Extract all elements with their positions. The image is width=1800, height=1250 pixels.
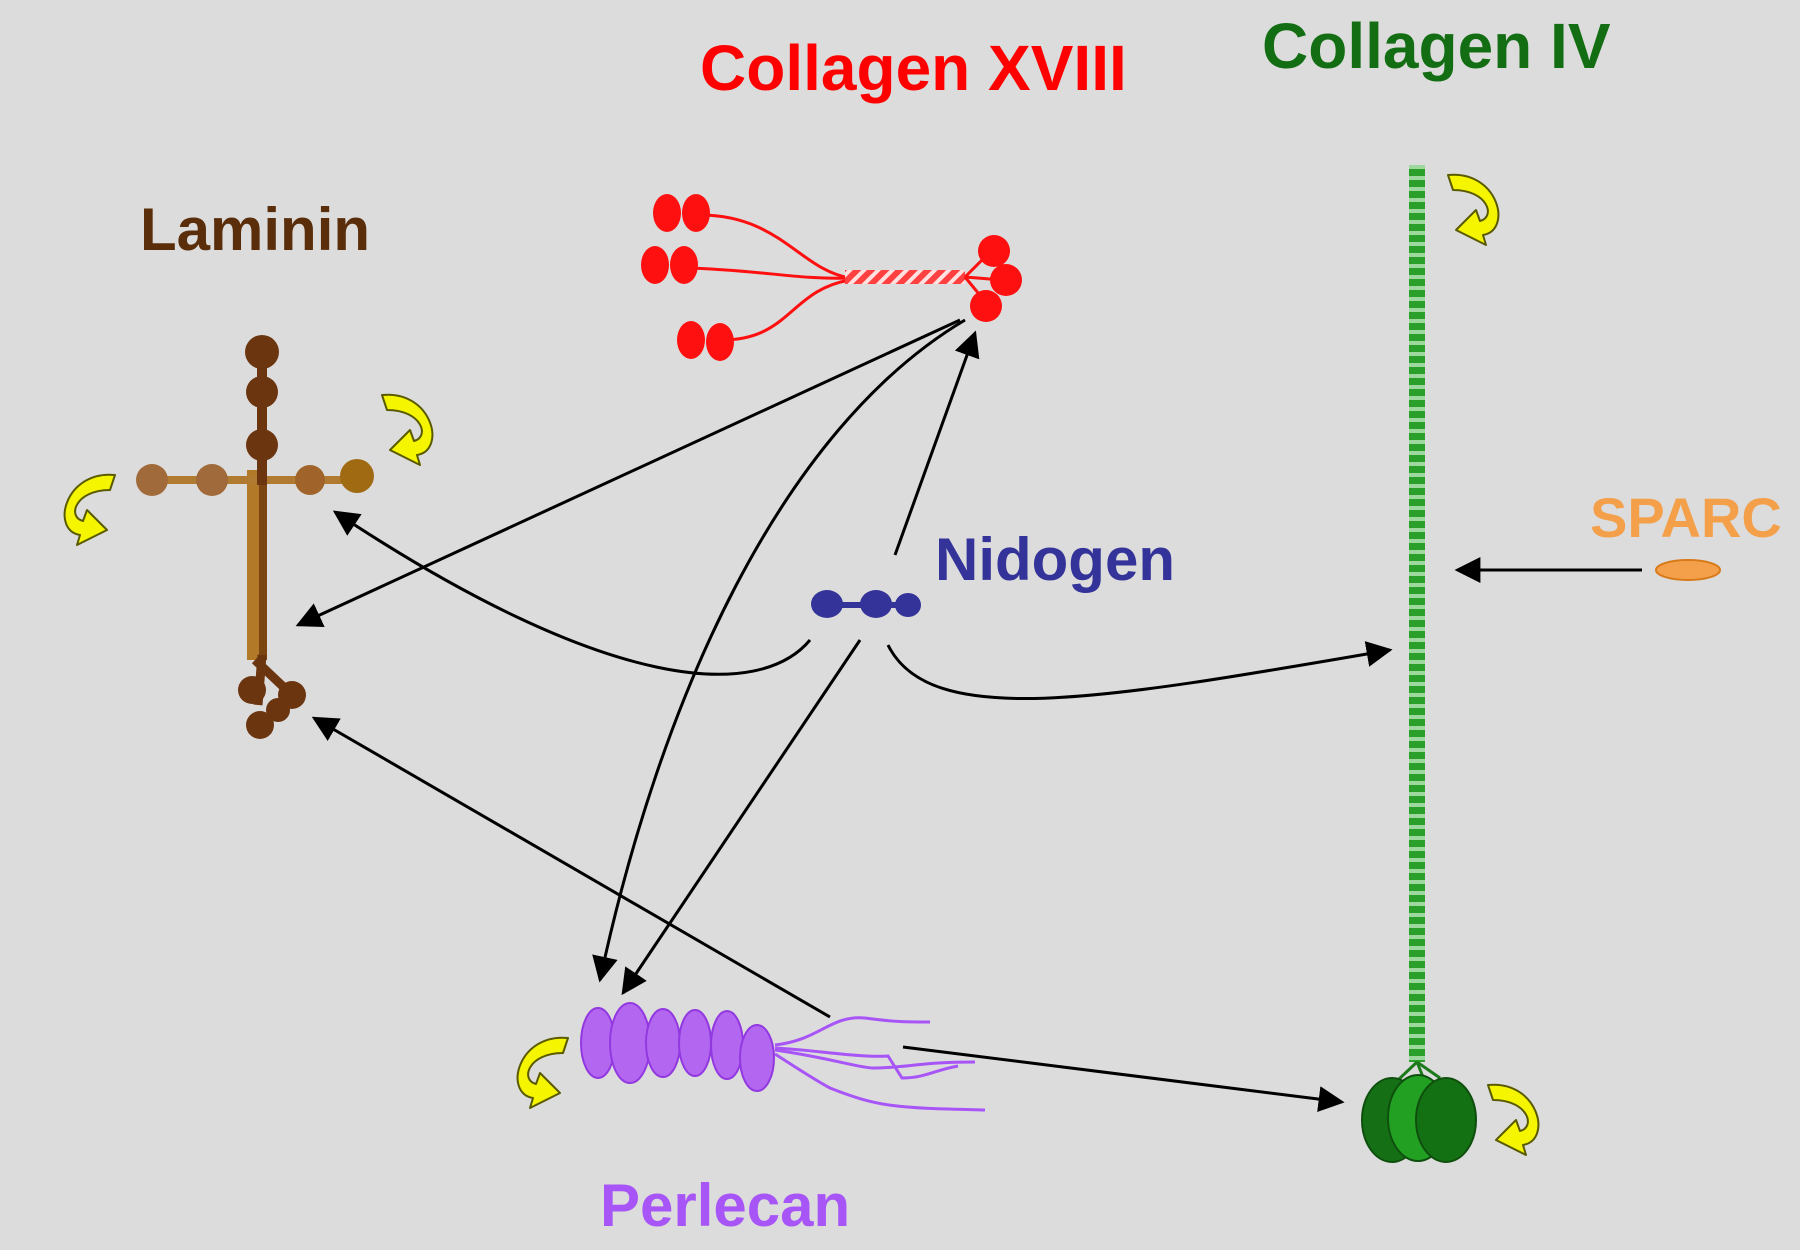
arrow-perlecan-to-collagen-iv [902, 1045, 1345, 1112]
arrow-nidogen-to-collagen-xviii [893, 330, 980, 556]
collagen-xviii-label: Collagen XVIII [700, 32, 1127, 104]
arrow-nidogen-to-collagen-iv [886, 641, 1393, 701]
self-assembly-arrow-laminin-left [63, 473, 116, 546]
sparc-label: SPARC [1590, 486, 1782, 549]
laminin-molecule [136, 335, 374, 739]
nidogen-label: Nidogen [935, 526, 1175, 593]
self-assembly-arrow-laminin-right [381, 393, 434, 466]
collagen-xviii-molecule [641, 194, 1022, 361]
arrow-perlecan-to-laminin [311, 716, 831, 1019]
arrow-nidogen-to-perlecan [621, 639, 862, 996]
perlecan-molecule [580, 1002, 986, 1112]
arrow-collagen-xviii-to-laminin [295, 318, 961, 628]
collagen-iv-molecule [1361, 165, 1477, 1163]
self-assembly-arrows [63, 173, 1540, 1156]
self-assembly-arrow-perlecan [516, 1036, 569, 1109]
collagen-iv-label: Collagen IV [1262, 10, 1611, 82]
arrow-collagen-xviii-to-perlecan [592, 318, 966, 983]
arrow-nidogen-to-laminin [332, 510, 812, 676]
self-assembly-arrow-collagen-iv-bottom [1487, 1083, 1540, 1156]
laminin-label: Laminin [140, 196, 371, 263]
perlecan-label: Perlecan [600, 1172, 851, 1239]
nidogen-molecule [811, 590, 921, 618]
self-assembly-arrow-collagen-iv-top [1447, 173, 1500, 246]
sparc-molecule [1655, 559, 1721, 581]
interaction-arrows [295, 318, 1642, 1112]
